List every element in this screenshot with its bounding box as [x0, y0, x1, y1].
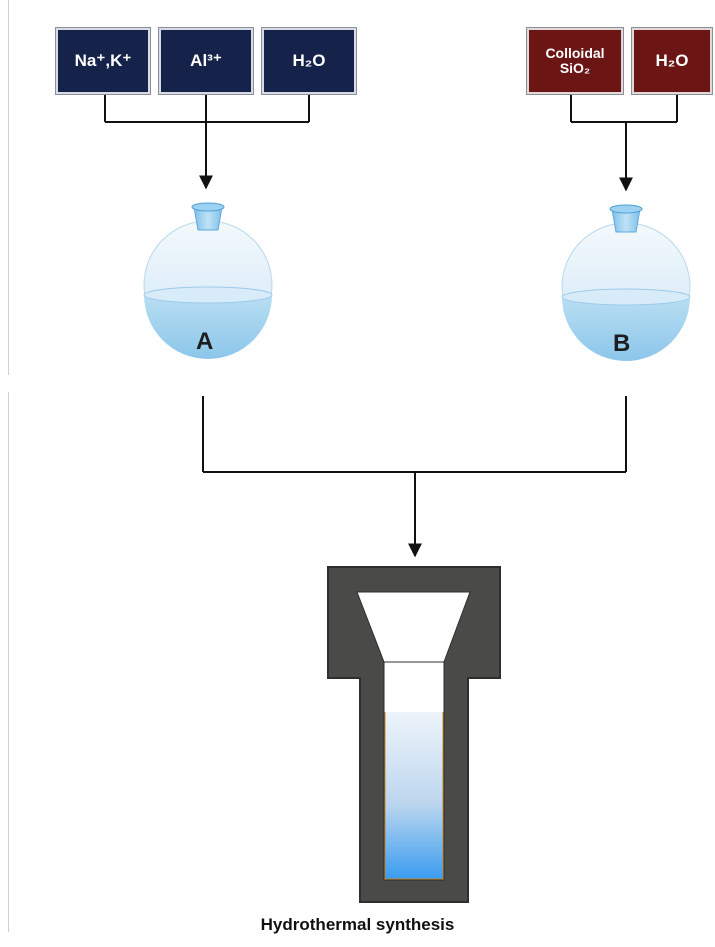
reagent-box-h2o-a: H₂O: [262, 28, 356, 94]
connector-a: [104, 95, 310, 190]
merge-connector: [202, 396, 627, 558]
reagent-box-na-k: Na⁺,K⁺: [56, 28, 150, 94]
left-edge-line-top: [8, 0, 9, 375]
flask-b: [561, 204, 691, 361]
flask-b-label: B: [613, 330, 631, 357]
flask-a: [143, 202, 273, 359]
reagent-label-colloidal-sio2: Colloidal SiO₂: [545, 45, 605, 76]
flask-a-label: A: [196, 328, 214, 355]
reagent-label-na-k: Na⁺,K⁺: [74, 51, 132, 71]
caption: Hydrothermal synthesis: [260, 915, 455, 934]
reagent-label-al: Al³⁺: [190, 51, 222, 71]
autoclave-vessel: [327, 566, 501, 903]
reagent-box-al: Al³⁺: [159, 28, 253, 94]
reagent-label-h2o-b: H₂O: [655, 51, 689, 71]
reagent-box-colloidal-sio2: Colloidal SiO₂: [527, 28, 623, 94]
reagent-label-h2o-a: H₂O: [292, 51, 326, 71]
reagent-box-h2o-b: H₂O: [632, 28, 712, 94]
connector-b: [570, 95, 678, 192]
left-edge-line-bottom: [8, 392, 9, 932]
